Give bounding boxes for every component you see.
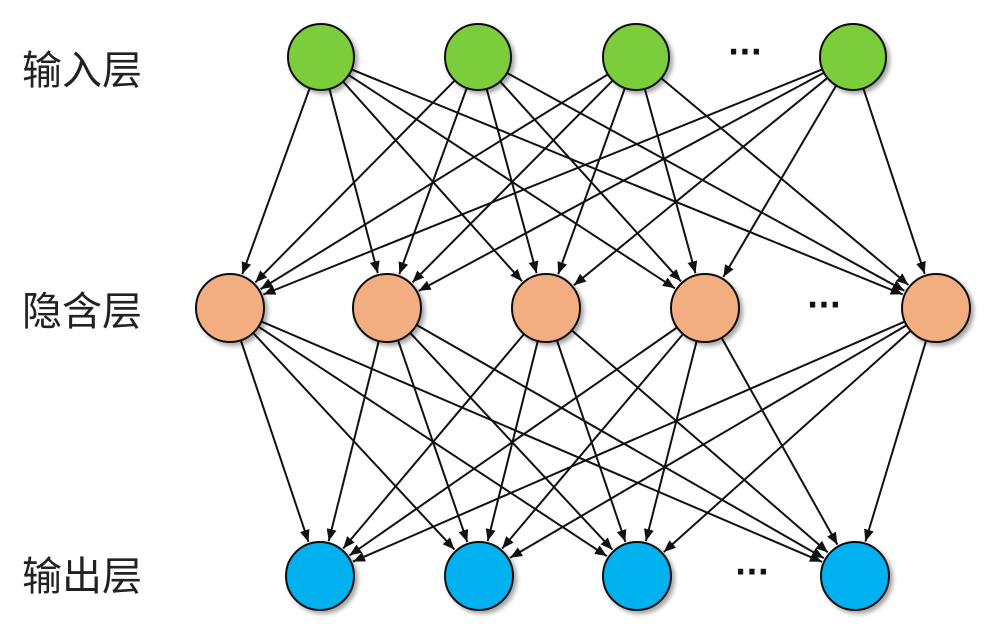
- hidden-output-edge-4-2: [663, 327, 914, 553]
- output-node-4: [820, 541, 890, 611]
- hidden-output-edge-4-1: [509, 322, 911, 559]
- input-hidden-edge-2-4: [658, 75, 910, 286]
- output-node-2: [444, 541, 514, 611]
- input-hidden-edge-1-1: [398, 84, 469, 275]
- hidden-node-3: [511, 273, 581, 343]
- input-hidden-edge-0-3: [345, 72, 676, 290]
- hidden-output-edge-0-1: [250, 329, 456, 551]
- connection-edges: [238, 67, 929, 563]
- input-hidden-edge-0-0: [241, 84, 312, 275]
- input-hidden-edge-3-2: [573, 75, 831, 286]
- hidden-node-1: [195, 273, 265, 343]
- hidden-node-4: [670, 273, 740, 343]
- input-hidden-edge-0-2: [340, 78, 523, 282]
- input-hidden-edge-2-0: [260, 71, 612, 290]
- input-hidden-edge-0-4: [348, 67, 904, 296]
- input-node-2: [444, 23, 512, 91]
- hidden-output-edge-1-3: [413, 322, 825, 559]
- input-hidden-edge-3-4: [861, 84, 926, 275]
- input-hidden-edge-1-4: [503, 70, 905, 292]
- hidden-node-5: [901, 273, 971, 343]
- hidden-output-edge-3-2: [644, 337, 699, 542]
- input-hidden-edge-1-2: [484, 85, 539, 274]
- input-hidden-edge-2-1: [411, 77, 616, 284]
- input-layer-label: 输入层: [22, 48, 142, 94]
- input-hidden-edge-2-2: [557, 84, 627, 275]
- input-hidden-edge-1-3: [497, 78, 682, 282]
- hidden-output-edge-3-1: [501, 330, 687, 550]
- hidden-output-edge-2-2: [554, 336, 627, 543]
- hidden-output-edge-0-3: [257, 319, 823, 563]
- output-node-3: [602, 541, 672, 611]
- hidden-output-edge-3-3: [719, 334, 839, 546]
- network-nodes: [195, 23, 971, 611]
- input-hidden-edge-3-1: [418, 70, 828, 292]
- hidden-output-edge-1-1: [395, 336, 469, 543]
- hidden-output-edge-2-1: [485, 337, 540, 542]
- input-node-1: [287, 23, 355, 91]
- input-hidden-edge-1-0: [254, 77, 458, 284]
- hidden-layer-label: 隐含层: [22, 289, 142, 335]
- output-layer-ellipsis: ···: [735, 555, 769, 590]
- input-hidden-edge-3-3: [722, 82, 839, 278]
- hidden-output-edge-0-0: [238, 336, 310, 543]
- hidden-output-edge-1-0: [326, 337, 381, 542]
- input-hidden-edge-0-1: [327, 85, 380, 274]
- hidden-output-edge-4-3: [864, 337, 929, 542]
- hidden-output-edge-1-2: [407, 329, 614, 551]
- hidden-layer-ellipsis: ···: [807, 288, 841, 323]
- input-hidden-edge-3-0: [263, 67, 826, 296]
- input-node-4: [819, 23, 887, 91]
- input-node-3: [602, 23, 670, 91]
- output-node-1: [285, 541, 355, 611]
- hidden-output-edge-3-0: [348, 324, 681, 557]
- hidden-node-2: [352, 273, 422, 343]
- input-layer-ellipsis: ···: [728, 35, 762, 70]
- output-layer-label: 输出层: [22, 554, 142, 600]
- hidden-output-edge-4-0: [352, 319, 909, 563]
- hidden-output-edge-0-2: [255, 323, 608, 558]
- input-hidden-edge-2-3: [642, 85, 698, 274]
- hidden-output-edge-2-3: [568, 327, 829, 554]
- hidden-output-edge-2-0: [342, 330, 528, 550]
